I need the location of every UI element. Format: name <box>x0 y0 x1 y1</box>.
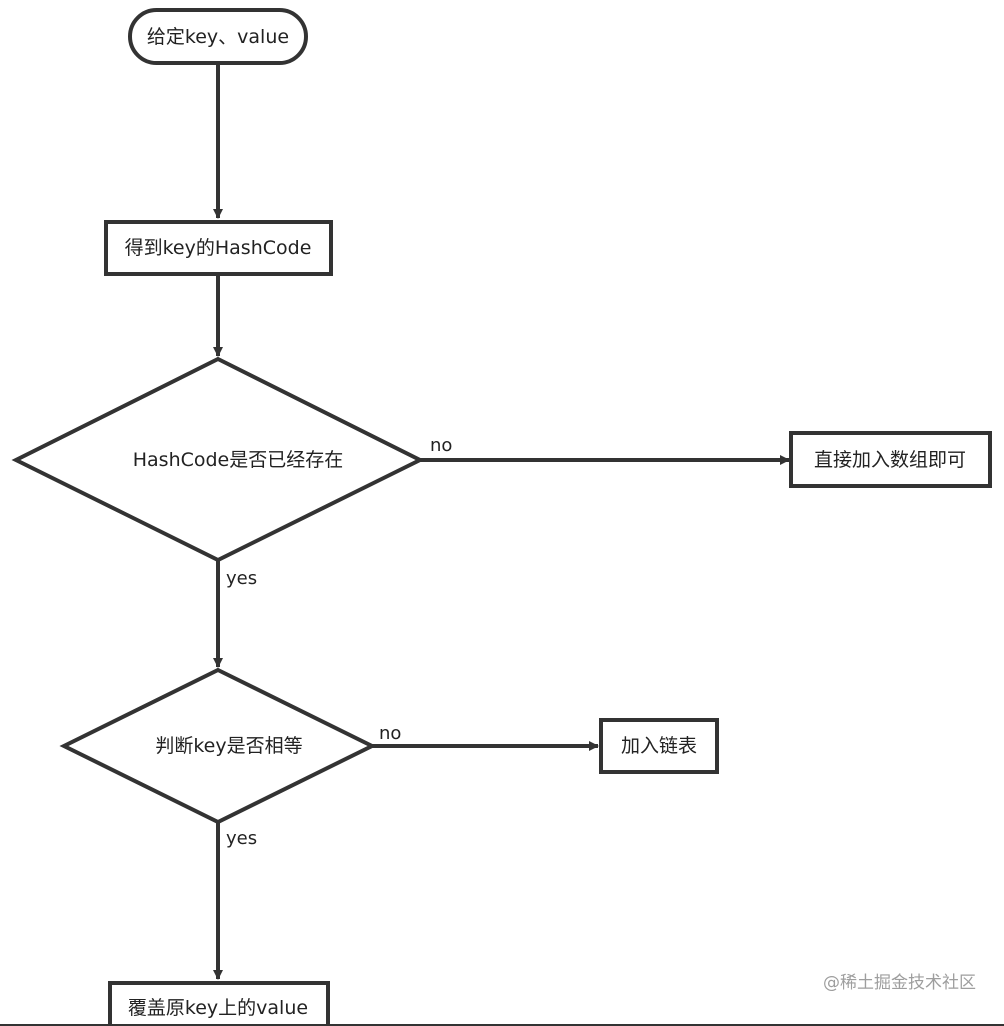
edge-label-key-yes: yes <box>226 828 257 849</box>
bottom-divider <box>0 1024 1004 1026</box>
get-hashcode-label: 得到key的HashCode <box>125 237 312 259</box>
start-terminator-label: 给定key、value <box>147 26 289 48</box>
overwrite-value-label: 覆盖原key上的value <box>128 997 308 1019</box>
watermark: @稀土掘金技术社区 <box>823 973 976 993</box>
overwrite-value-box <box>108 981 330 1026</box>
add-to-list-box <box>599 718 719 774</box>
hashcode-exists-label: HashCode是否已经存在 <box>133 449 344 471</box>
add-to-array-box <box>789 431 992 488</box>
key-equal-decision <box>59 667 377 825</box>
add-to-list-label: 加入链表 <box>621 735 697 757</box>
start-terminator <box>128 8 308 65</box>
hashcode-exists-decision <box>11 356 425 563</box>
edge-label-hash-no: no <box>430 435 452 456</box>
edge-label-hash-yes: yes <box>226 568 257 589</box>
get-hashcode-box <box>104 220 333 276</box>
edge-label-key-no: no <box>379 723 401 744</box>
key-equal-label: 判断key是否相等 <box>155 735 302 757</box>
add-to-array-label: 直接加入数组即可 <box>814 449 966 471</box>
